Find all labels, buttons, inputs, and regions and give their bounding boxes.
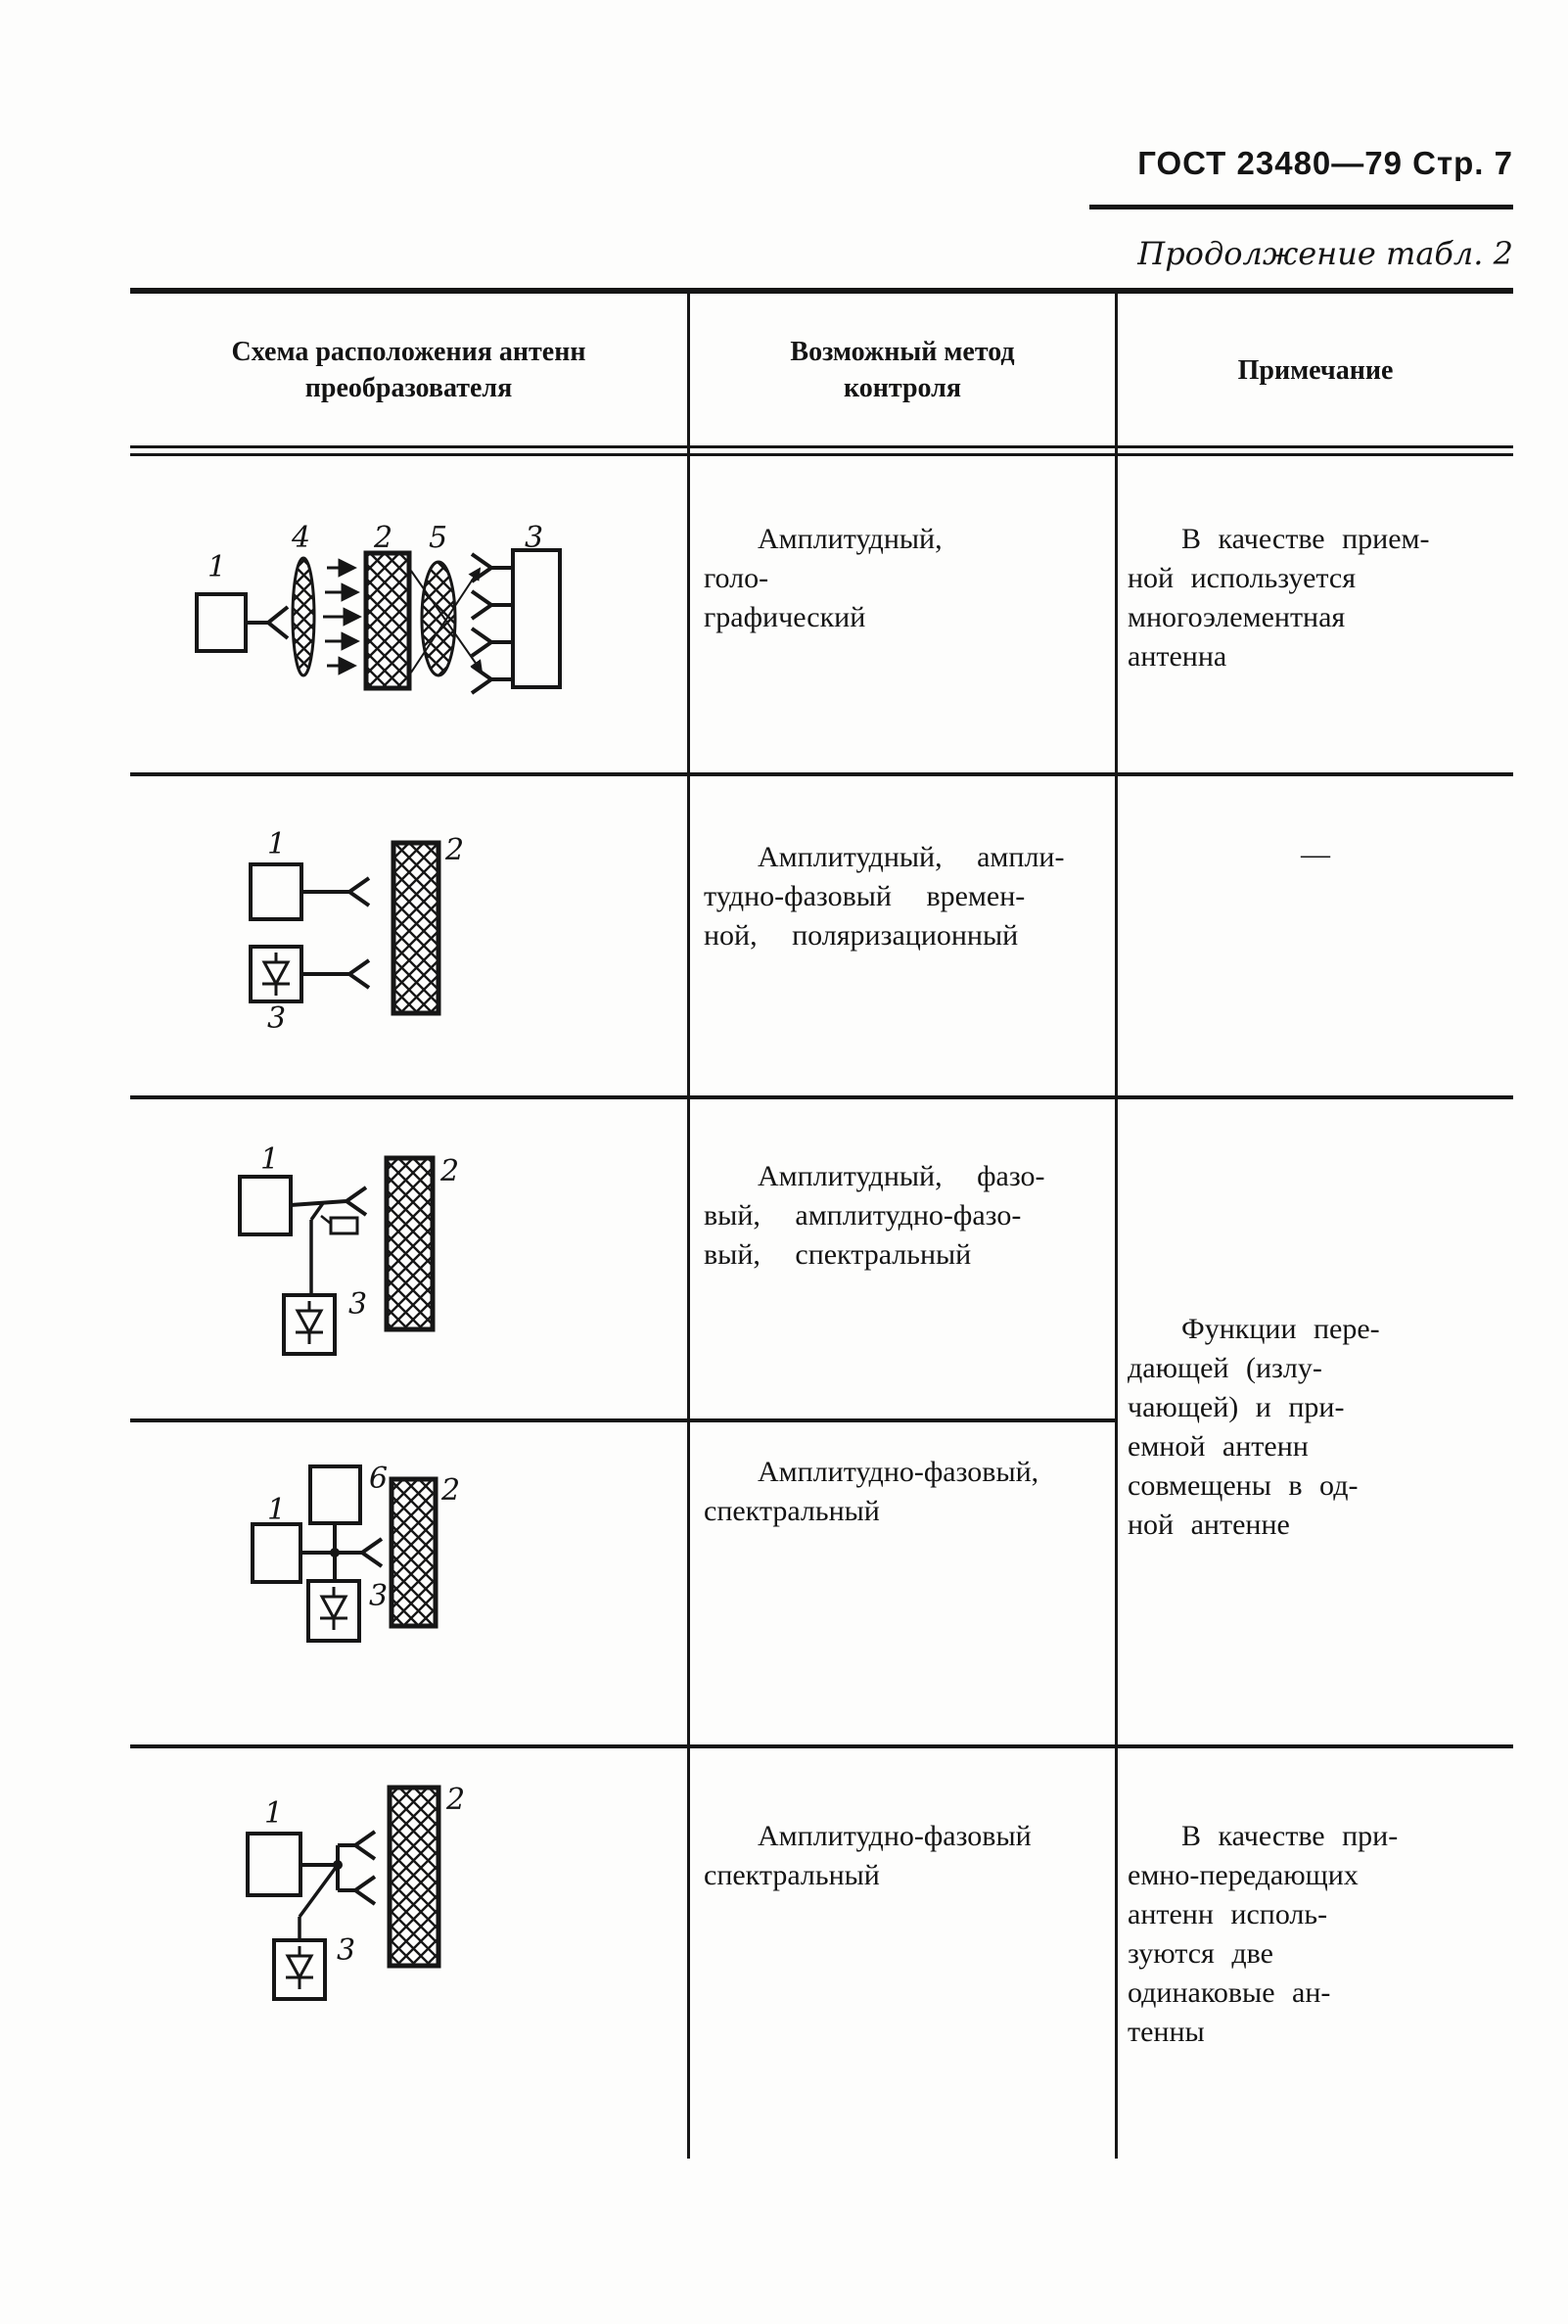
scheme-3-drawing	[238, 1155, 436, 1356]
note-cell-row-1: В качестве прием- ной используется много…	[1128, 523, 1430, 673]
scheme-label: 2	[440, 1154, 460, 1188]
shared-antenna-icon	[290, 1185, 368, 1217]
table-top-border	[130, 288, 1513, 294]
scheme-label: 3	[337, 1933, 356, 1968]
test-object	[387, 1785, 441, 1969]
generator-box	[251, 1522, 302, 1584]
note-cell-row-5: В качестве при- емно-передающих антенн и…	[1128, 1820, 1399, 2048]
row-separator-3-partial	[130, 1418, 1118, 1422]
note-cell-rows-3-4-merged: Функции пере- дающей (излу- чающей) и пр…	[1128, 1313, 1380, 1541]
diode-icon	[295, 1301, 324, 1344]
page-header-gost-number: ГОСТ 23480—79 Стр. 7	[1137, 145, 1513, 181]
scheme-label: 3	[267, 1001, 287, 1036]
column-header-scheme: Схема расположения антенн преобразовател…	[231, 337, 586, 403]
coupler-box	[329, 1216, 359, 1235]
receiver-box	[511, 548, 562, 689]
method-cell-row-2: Амплитудный, ампли- тудно-фазовый времен…	[704, 841, 1065, 952]
scheme-label: 4	[292, 521, 311, 555]
detector-branch-line	[298, 1863, 340, 1940]
coupler-link	[320, 1215, 332, 1225]
header-underline	[1089, 205, 1513, 209]
table-caption: Продолжение табл. 2	[1137, 235, 1513, 272]
auxiliary-box	[308, 1464, 362, 1525]
antenna-scheme-diagram-3: 1 2 3	[237, 1143, 462, 1364]
scheme-label: 1	[260, 1142, 280, 1177]
column-separator-2	[1115, 294, 1118, 2159]
scheme-label: 1	[267, 1493, 287, 1527]
column-separator-1	[687, 294, 690, 2159]
antenna-scheme-diagram-4: 1 6 2 3	[250, 1457, 470, 1652]
scattered-rays	[410, 567, 484, 674]
generator-box	[246, 1832, 302, 1897]
note-cell-row-2: —	[1301, 838, 1330, 870]
header-separator-line-2	[130, 453, 1513, 456]
column-header-note: Примечание	[1237, 354, 1394, 386]
antenna-array-icons	[470, 552, 513, 695]
transmit-antenna-icon	[246, 605, 290, 640]
antenna-scheme-diagram-1: 1 4 2 5 3	[194, 524, 644, 739]
scheme-label: 3	[525, 521, 544, 555]
scheme-2-drawing	[249, 840, 441, 1016]
generator-box	[238, 1175, 293, 1236]
generator-box	[249, 862, 303, 921]
scheme-label: 2	[446, 1783, 466, 1817]
shared-antenna-icon	[358, 1537, 384, 1568]
header-separator-line-1	[130, 445, 1513, 448]
generator-box	[195, 592, 248, 653]
detector-box	[272, 1938, 327, 2001]
test-object	[363, 550, 412, 691]
scheme-5-drawing	[246, 1785, 441, 2001]
lens-icon	[291, 556, 316, 677]
antenna-scheme-diagram-2: 1 2 3	[248, 827, 478, 1034]
upper-antenna-icon	[351, 1830, 377, 1861]
method-cell-row-3: Амплитудный, фазо- вый, амплитудно-фазо-…	[704, 1160, 1045, 1271]
detector-box	[282, 1293, 337, 1356]
scheme-label: 2	[445, 833, 465, 867]
antenna-scheme-diagram-5: 1 2 3	[245, 1780, 470, 2005]
test-object	[389, 1476, 438, 1629]
scheme-label: 5	[429, 521, 448, 555]
lower-antenna-icon	[351, 1875, 377, 1906]
wave-arrows	[323, 558, 362, 675]
test-object	[384, 1155, 436, 1332]
scheme-label: 1	[208, 550, 227, 584]
diode-icon	[285, 1946, 314, 1989]
scheme-label: 1	[267, 827, 287, 861]
scheme-1-drawing	[195, 548, 562, 695]
column-header-method: Возможный метод контроля	[790, 337, 1015, 403]
row-separator-4	[130, 1744, 1513, 1748]
diode-icon	[261, 953, 291, 996]
scheme-label: 3	[348, 1287, 368, 1322]
branch-line	[309, 1201, 325, 1293]
transmit-antenna-icon	[301, 876, 371, 907]
test-object	[391, 840, 441, 1016]
receive-lens-icon	[420, 560, 457, 677]
receive-antenna-icon	[301, 958, 371, 990]
scheme-label: 3	[369, 1579, 389, 1613]
row-separator-1	[130, 772, 1513, 776]
scheme-label: 2	[441, 1473, 461, 1508]
scheme-label: 6	[369, 1462, 389, 1496]
row-separator-2	[130, 1095, 1513, 1099]
diode-icon	[319, 1587, 348, 1630]
method-cell-row-4: Амплитудно-фазовый, спектральный	[704, 1456, 1039, 1527]
method-cell-row-1: Амплитудный, голо- графический	[704, 523, 943, 633]
scheme-4-drawing	[251, 1464, 438, 1643]
method-cell-row-5: Амплитудно-фазовый спектральный	[704, 1820, 1032, 1891]
scheme-label: 1	[264, 1796, 284, 1831]
scheme-label: 2	[374, 521, 393, 555]
junction-dot	[330, 1548, 340, 1557]
